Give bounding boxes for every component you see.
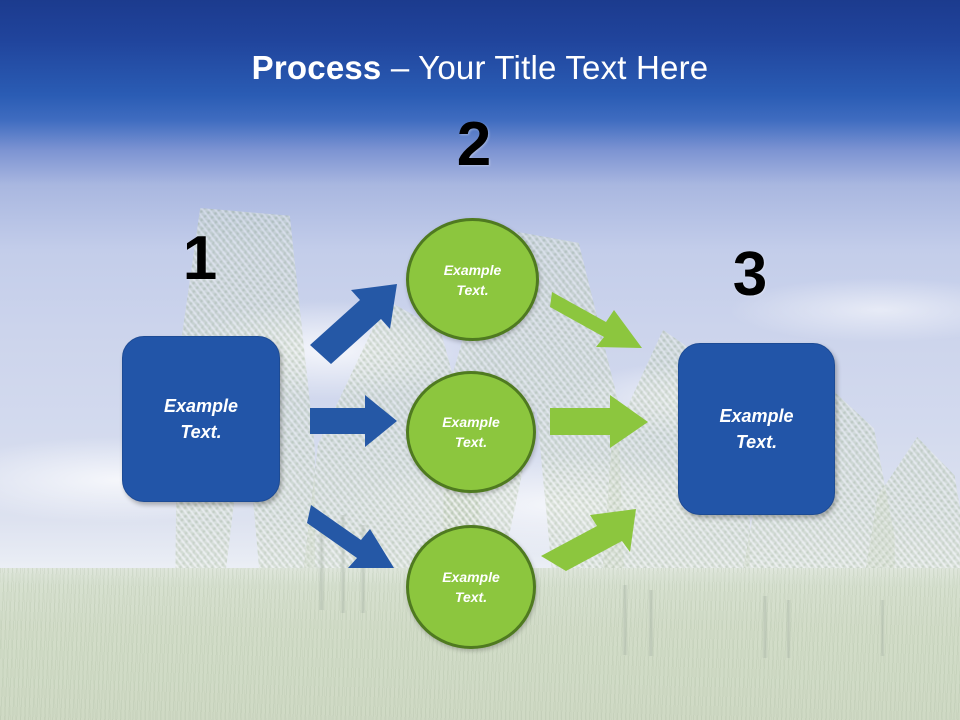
arrow-blue-up-icon[interactable] xyxy=(310,284,397,364)
background-tree-trunk xyxy=(762,596,768,658)
step-number-3: 3 xyxy=(732,240,768,309)
stage2-circle-middle[interactable]: Example Text. xyxy=(406,371,536,493)
stage2-circle-top[interactable]: Example Text. xyxy=(406,218,539,341)
stage2-circle-middle-line2: Text. xyxy=(454,434,488,450)
stage3-box-line1: Example xyxy=(719,406,794,426)
stage1-box[interactable]: Example Text. xyxy=(122,336,280,502)
background-tree-trunk xyxy=(360,525,366,613)
background-tree-trunk xyxy=(648,590,654,656)
arrow-green-right-icon[interactable] xyxy=(550,395,648,448)
stage2-circle-middle-line1: Example xyxy=(442,414,500,430)
stage2-circle-top-line2: Text. xyxy=(456,281,489,298)
step-number-1: 1 xyxy=(182,224,218,293)
background-tree-trunk xyxy=(622,585,628,655)
stage2-circle-bottom[interactable]: Example Text. xyxy=(406,525,536,649)
page-title: Process – Your Title Text Here xyxy=(0,48,960,88)
background-tree-trunk xyxy=(880,600,885,656)
background-tree-trunk xyxy=(340,515,346,613)
stage1-box-line1: Example xyxy=(163,396,239,416)
step-number-2: 2 xyxy=(456,110,492,179)
arrow-green-down-icon[interactable] xyxy=(550,292,642,348)
page-title-strong: Process xyxy=(251,49,382,86)
arrow-green-up-icon[interactable] xyxy=(541,509,636,571)
page-title-rest: – Your Title Text Here xyxy=(381,49,709,86)
stage2-circle-bottom-line2: Text. xyxy=(454,589,488,605)
stage2-circle-top-line1: Example xyxy=(443,261,502,278)
stage1-box-line2: Text. xyxy=(180,422,222,442)
arrow-blue-down-icon[interactable] xyxy=(307,505,394,568)
arrow-blue-right-icon[interactable] xyxy=(310,395,397,447)
stage2-circle-bottom-line1: Example xyxy=(442,569,500,585)
background-tree-trunk xyxy=(318,520,325,610)
background-tree-trunk xyxy=(786,600,791,658)
stage3-box-line2: Text. xyxy=(735,432,778,452)
stage3-box[interactable]: Example Text. xyxy=(678,343,835,515)
